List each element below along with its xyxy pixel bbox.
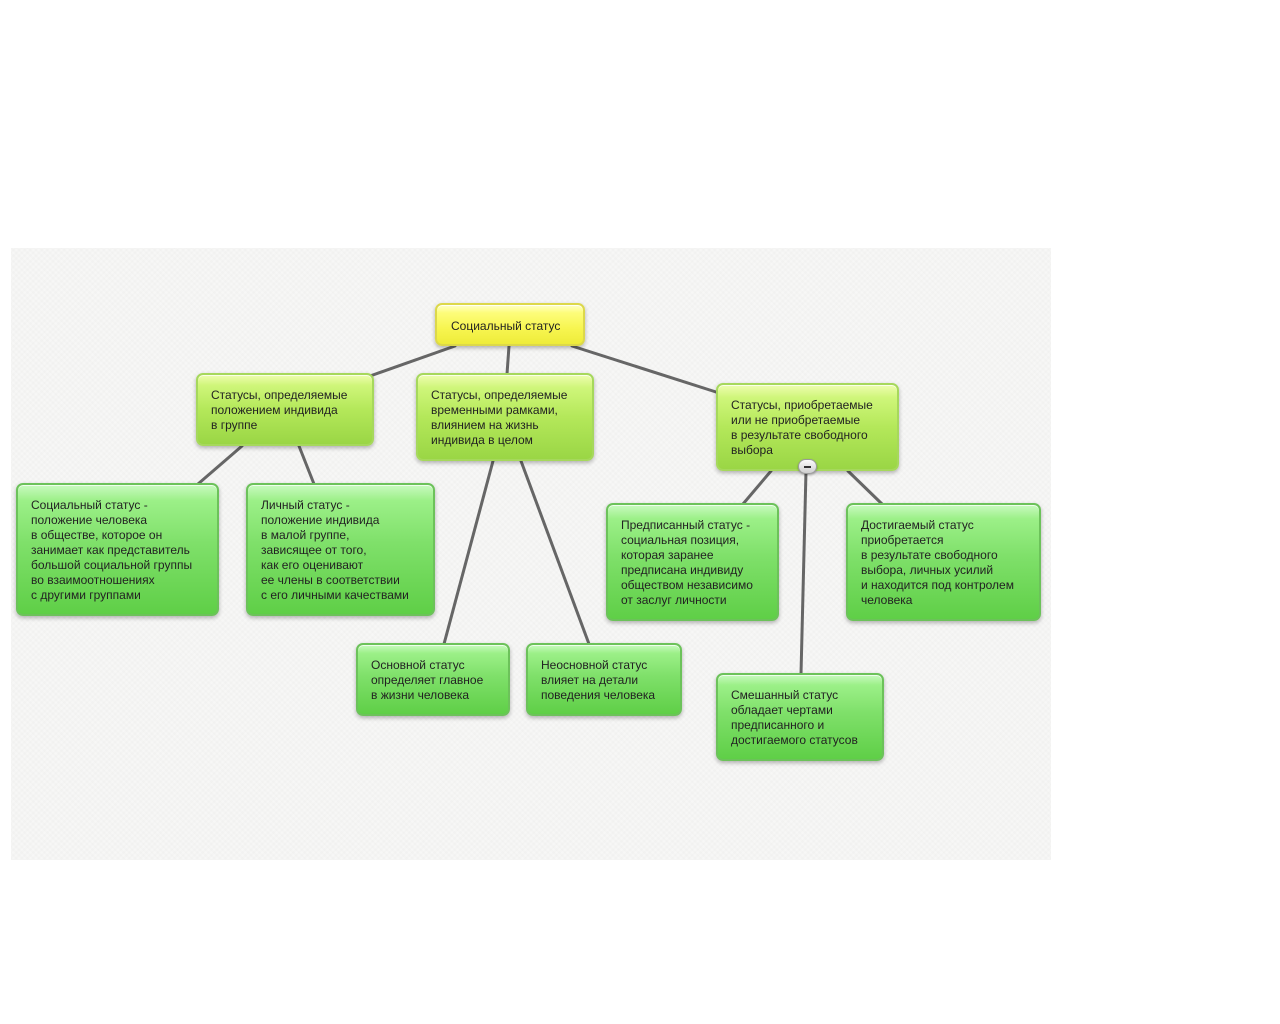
leaf-node-ascribed-status[interactable]: Предписанный статус - социальная позиция… — [606, 503, 779, 621]
group-node-position[interactable]: Статусы, определяемые положением индивид… — [196, 373, 374, 446]
leaf-node-personal-status[interactable]: Личный статус - положение индивида в мал… — [246, 483, 435, 616]
group-node-time[interactable]: Статусы, определяемые временными рамками… — [416, 373, 594, 461]
leaf-node-main-status[interactable]: Основной статус определяет главное в жиз… — [356, 643, 510, 716]
minus-icon — [804, 466, 811, 468]
root-node[interactable]: Социальный статус — [435, 303, 585, 346]
leaf-node-secondary-status[interactable]: Неосновной статус влияет на детали повед… — [526, 643, 682, 716]
leaf-node-social-status[interactable]: Социальный статус - положение человека в… — [16, 483, 219, 616]
leaf-node-achieved-status[interactable]: Достигаемый статус приобретается в резул… — [846, 503, 1041, 621]
group-node-choice[interactable]: Статусы, приобретаемые или не приобретае… — [716, 383, 899, 471]
leaf-node-mixed-status[interactable]: Смешанный статус обладает чертами предпи… — [716, 673, 884, 761]
collapse-button[interactable] — [798, 459, 817, 474]
